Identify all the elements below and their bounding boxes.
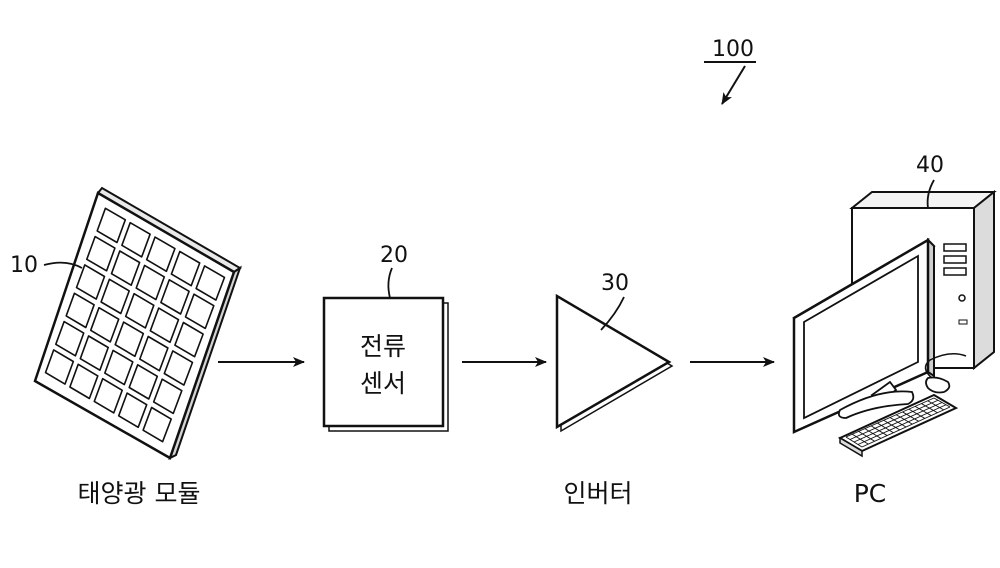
pc-caption: PC [854,479,887,508]
sensor-text-line2: 센서 [360,369,406,398]
inverter-leader-line [601,297,624,330]
sensor-box [324,298,443,426]
sensor-ref: 20 [380,243,408,268]
inverter: 30 인버터 [557,271,672,508]
sensor-text-line1: 전류 [360,332,406,361]
solar-module: 10 태양광 모듈 [10,188,240,508]
solar-module-caption: 태양광 모듈 [78,479,201,508]
system-ref-label: 100 [712,37,754,62]
solar-module-ref: 10 [10,253,38,278]
system-ref-arrow [722,66,745,104]
inverter-caption: 인버터 [563,479,632,508]
current-sensor: 전류 센서 20 [324,243,448,431]
pc: 40 PC [794,153,994,508]
sensor-leader-line [388,268,392,298]
inverter-ref: 30 [601,271,629,296]
pc-ref: 40 [916,153,944,178]
system-reference: 100 [704,37,756,104]
